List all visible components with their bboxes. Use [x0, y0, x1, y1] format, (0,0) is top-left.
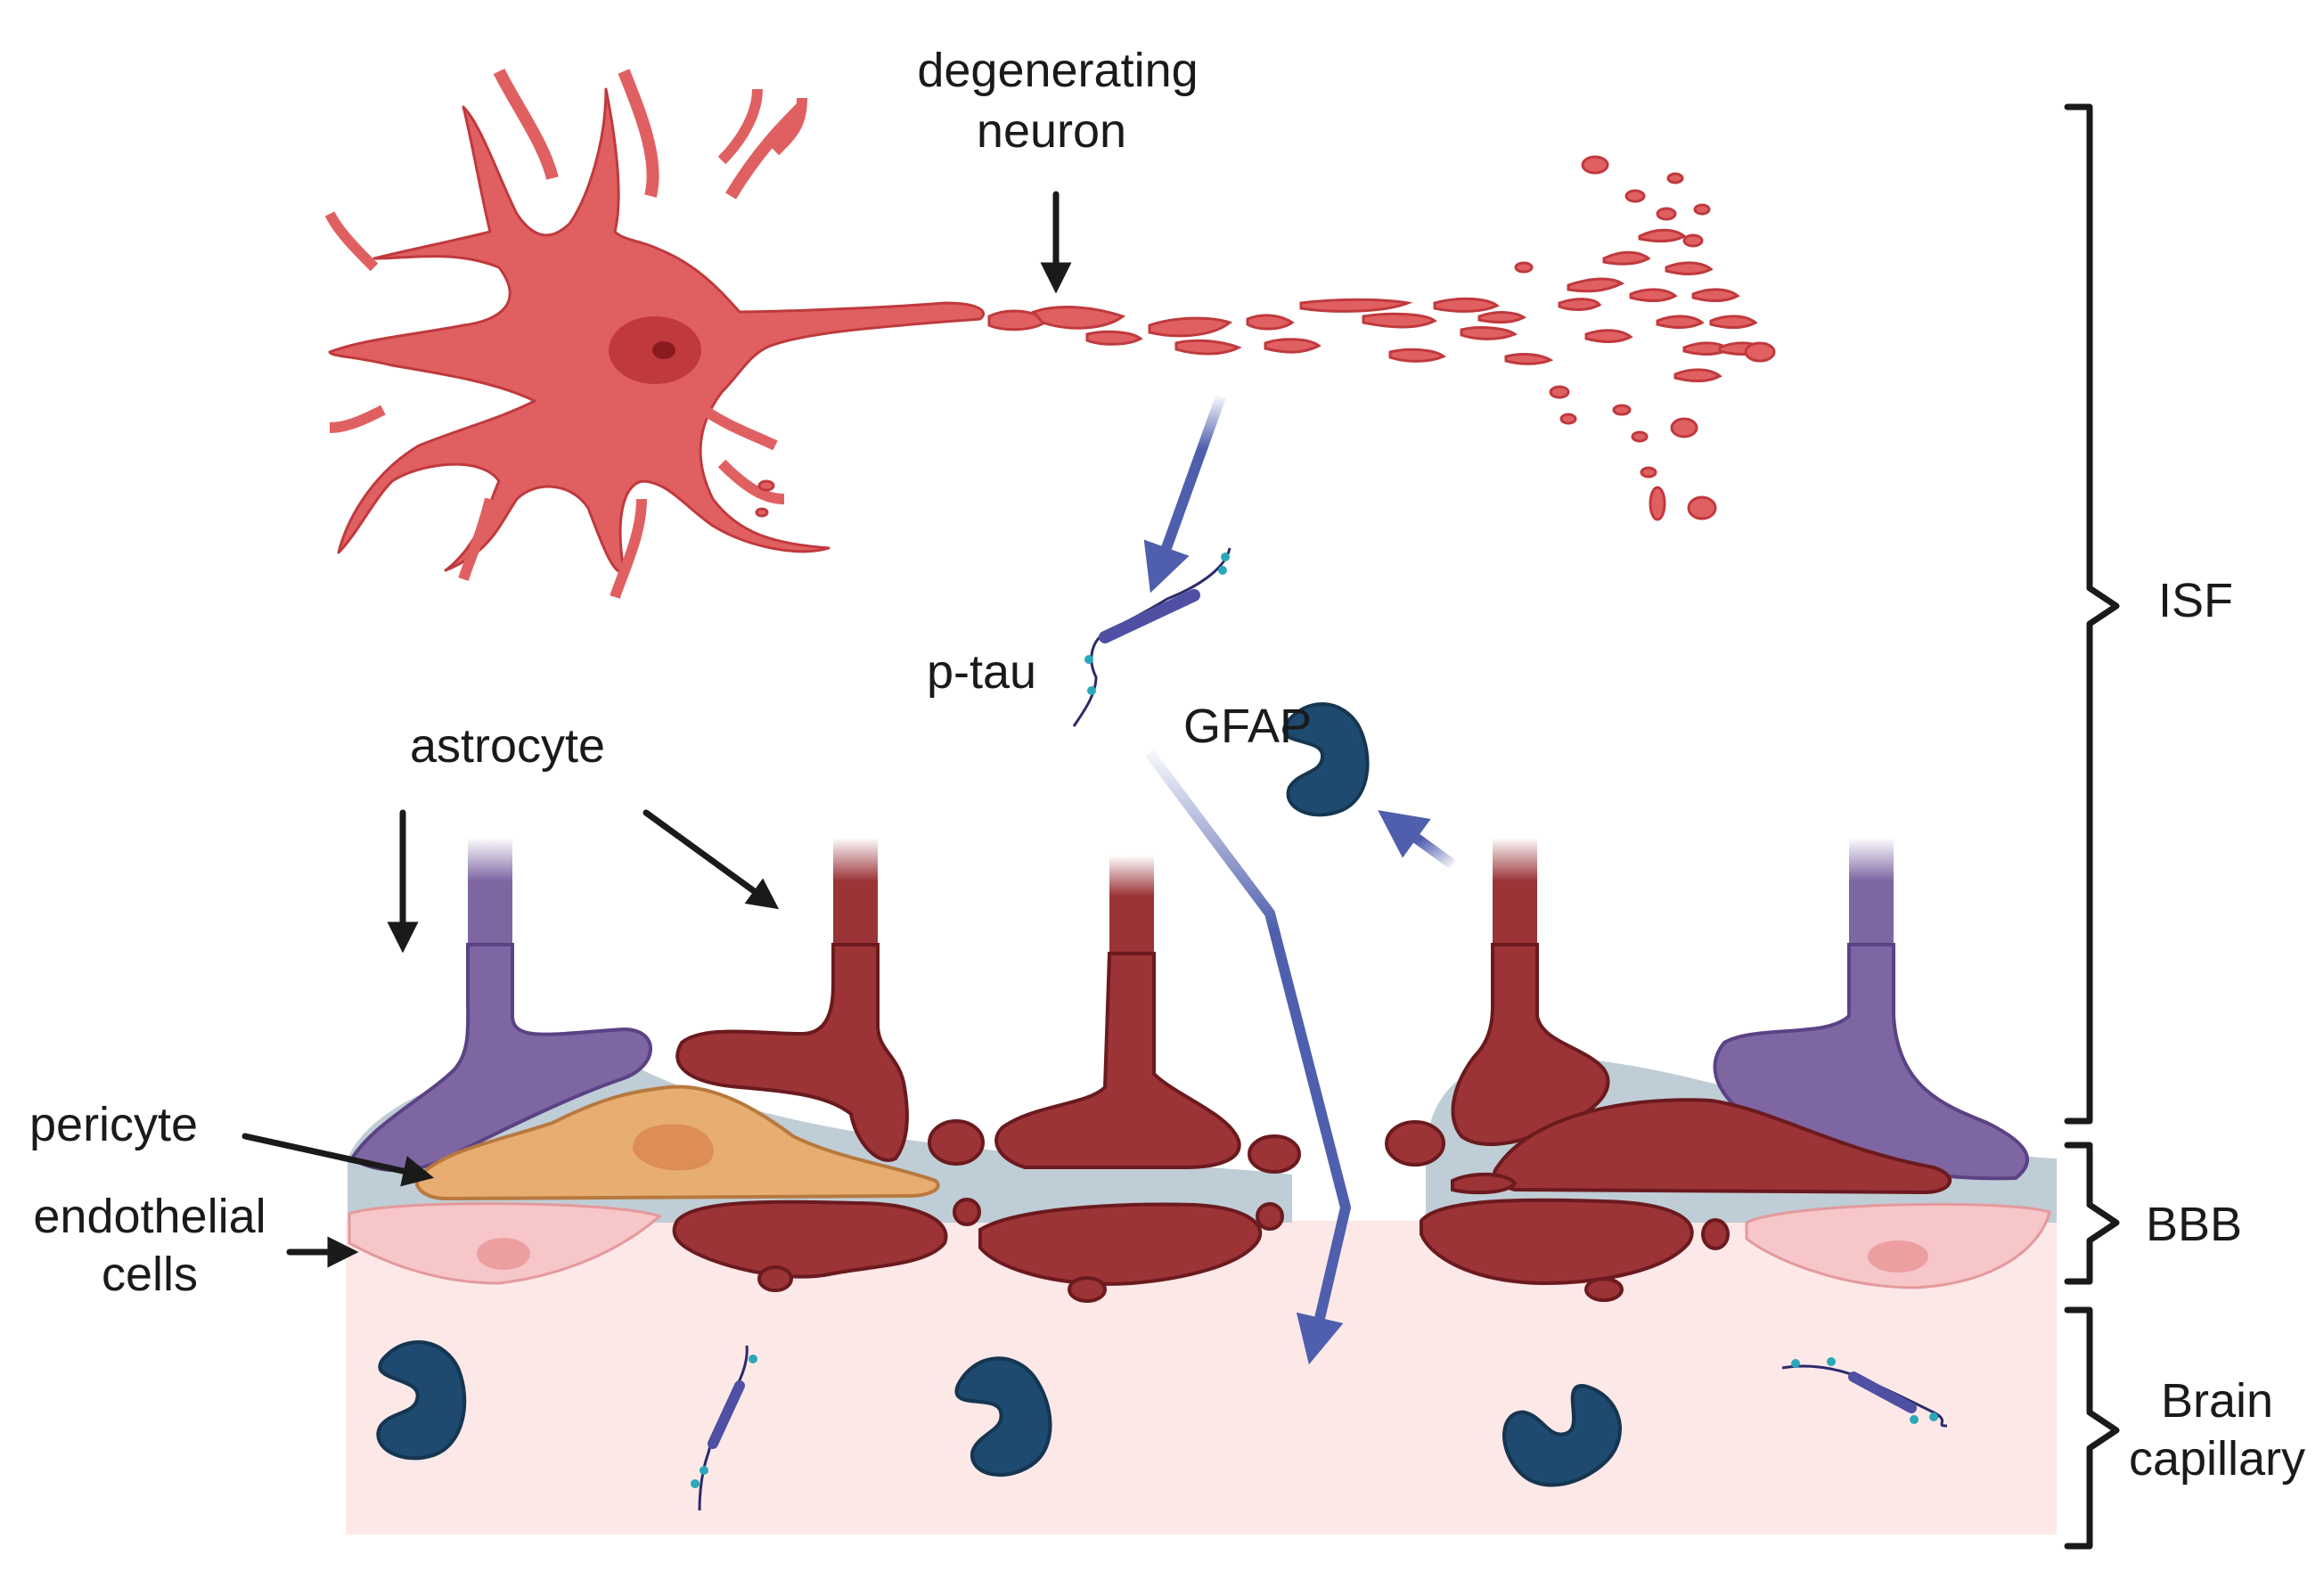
astrocyte-red-junctions	[672, 1098, 1952, 1303]
bbb-brace	[2064, 1142, 2120, 1285]
neuron-axon-fragments	[755, 155, 1776, 521]
isf-brace	[2064, 103, 2120, 1125]
ptau-molecule-capillary-2	[1781, 1357, 1948, 1428]
astrocyte-purple-left	[349, 838, 652, 1173]
gfap-release-arrow	[1378, 810, 1456, 869]
astrocyte-red-2	[994, 855, 1241, 1169]
label-gfap: GFAP	[1183, 700, 1312, 753]
ptau-release-arrow	[1143, 394, 1226, 594]
label-ptau: p-tau	[927, 645, 1036, 699]
capillary-brace	[2064, 1306, 2120, 1550]
pericyte-pointer-arrow	[241, 1133, 435, 1187]
label-endothelial: endothelial	[33, 1190, 266, 1243]
astrocyte-red-1	[675, 838, 909, 1162]
label-degenerating: degenerating	[917, 44, 1198, 97]
astrocyte-pointer-arrow-right	[642, 809, 780, 910]
ptau-molecule-isf	[1072, 547, 1232, 727]
label-cells: cells	[102, 1248, 198, 1301]
label-astrocyte: astrocyte	[410, 719, 605, 773]
ptau-transport-arrow	[1145, 749, 1351, 1365]
neuron-nucleolus	[652, 341, 675, 359]
degenerating-neuron	[324, 68, 986, 599]
endothelial-cell-left	[348, 1202, 662, 1285]
astrocyte-red-3	[1451, 838, 1610, 1147]
label-neuron: neuron	[977, 104, 1126, 158]
ptau-molecule-capillary-1	[691, 1345, 757, 1511]
pericyte-cell	[414, 1085, 940, 1201]
endothelial-cell-right	[1745, 1202, 2051, 1289]
label-isf: ISF	[2158, 574, 2233, 627]
label-capillary: capillary	[2129, 1432, 2305, 1486]
label-pericyte: pericyte	[29, 1098, 198, 1151]
label-bbb: BBB	[2146, 1198, 2242, 1251]
label-brain: Brain	[2161, 1374, 2273, 1428]
